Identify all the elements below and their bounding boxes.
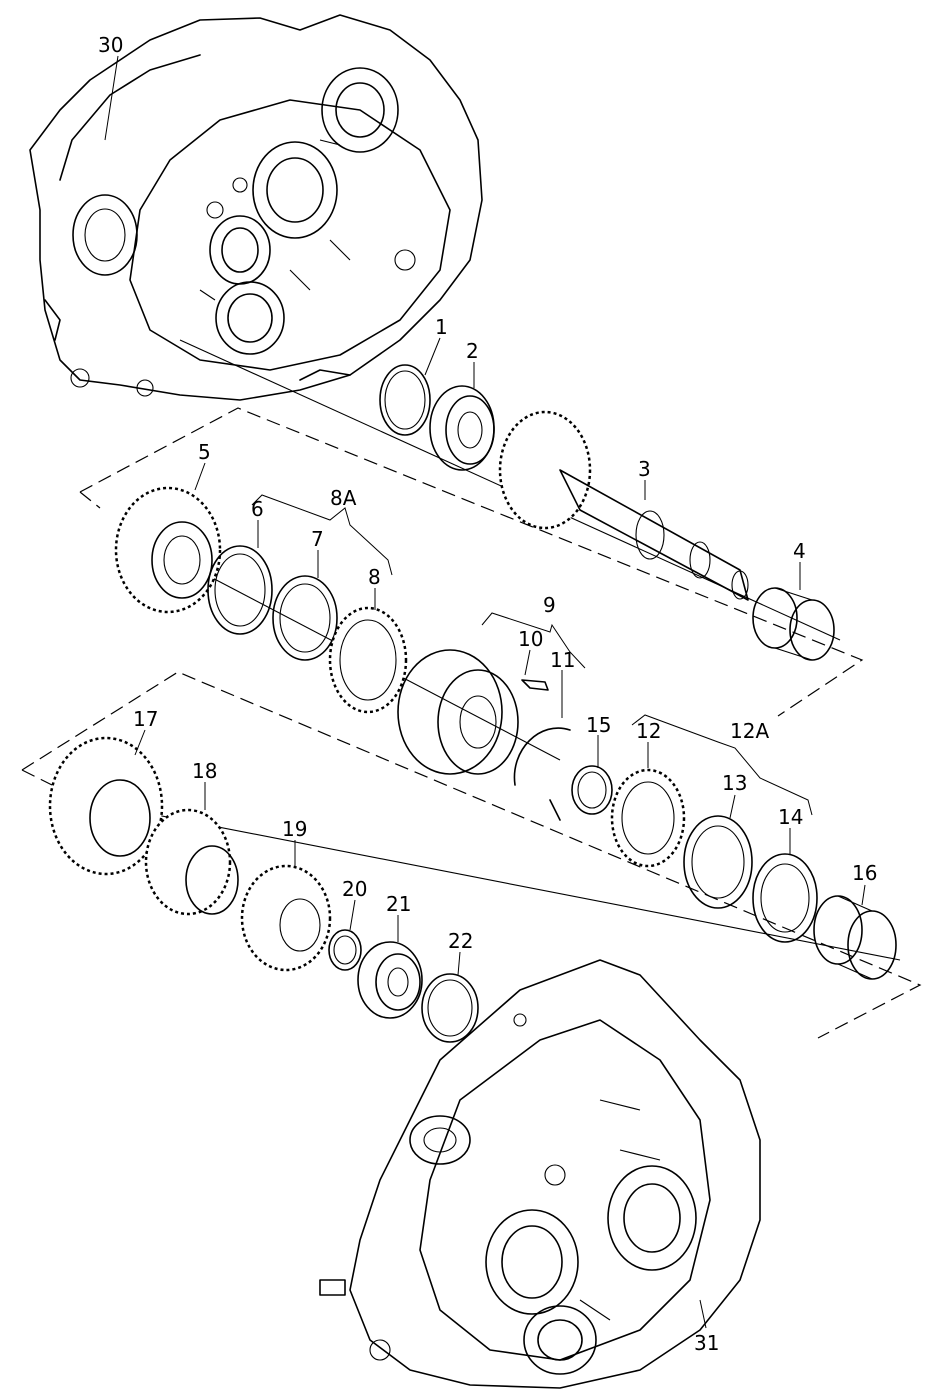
label-12A: 12A xyxy=(730,719,769,743)
label-5: 5 xyxy=(198,440,211,464)
part-6-synchro-ring xyxy=(207,545,273,635)
leader-1 xyxy=(424,337,441,376)
label-31: 31 xyxy=(694,1331,719,1355)
group-frame-upper-left xyxy=(79,491,101,509)
label-14: 14 xyxy=(778,805,803,829)
leader-13 xyxy=(729,794,736,819)
label-4: 4 xyxy=(793,539,806,563)
part-14-synchro-ring xyxy=(752,853,818,943)
label-20: 20 xyxy=(342,877,367,901)
label-21: 21 xyxy=(386,892,411,916)
label-11: 11 xyxy=(550,648,575,672)
label-22: 22 xyxy=(448,929,473,953)
part-4-needle-bearing xyxy=(752,587,835,661)
part-17-gear xyxy=(48,736,164,876)
leader-10 xyxy=(524,649,531,676)
leader-31 xyxy=(699,1299,707,1329)
part-8-synchro-ring xyxy=(328,606,408,714)
part-3-input-shaft xyxy=(498,410,749,601)
part-9-synchro-hub xyxy=(397,649,519,775)
label-9: 9 xyxy=(543,593,556,617)
label-2: 2 xyxy=(466,339,479,363)
part-20-snap-ring xyxy=(328,929,362,971)
label-8: 8 xyxy=(368,565,381,589)
leader-17 xyxy=(134,729,146,756)
part-5-gear xyxy=(114,486,222,614)
label-30: 30 xyxy=(98,33,123,57)
leader-22 xyxy=(457,951,461,976)
bracket-12A xyxy=(631,714,813,816)
part-19-gear xyxy=(240,864,332,972)
label-8A: 8A xyxy=(330,486,357,510)
part-11-circlip xyxy=(513,727,571,821)
part-22-snap-ring xyxy=(421,973,479,1043)
part-21-bearing xyxy=(357,941,423,1019)
group-frame-lower-left xyxy=(21,769,53,786)
label-17: 17 xyxy=(133,707,158,731)
leader-5 xyxy=(194,462,206,491)
part-16-needle-bearing xyxy=(813,895,897,980)
label-12: 12 xyxy=(636,719,661,743)
label-13: 13 xyxy=(722,771,747,795)
group-frame-lower xyxy=(21,671,922,1039)
part-12-synchro-ring xyxy=(610,768,686,868)
leader-30 xyxy=(104,55,119,141)
part-13-synchro-ring xyxy=(683,815,753,909)
label-3: 3 xyxy=(638,457,651,481)
part-10-spring xyxy=(521,679,549,691)
leader-20 xyxy=(349,899,356,931)
label-19: 19 xyxy=(282,817,307,841)
transmission-housing-bottom xyxy=(319,959,761,1389)
part-1-snap-ring xyxy=(379,364,431,436)
label-18: 18 xyxy=(192,759,217,783)
part-18-gear xyxy=(144,808,239,916)
part-7-synchro-ring xyxy=(272,575,338,661)
transmission-housing-top xyxy=(29,14,483,401)
label-16: 16 xyxy=(852,861,877,885)
label-1: 1 xyxy=(435,315,448,339)
group-frame-upper xyxy=(79,407,864,717)
label-6: 6 xyxy=(251,497,264,521)
label-7: 7 xyxy=(311,527,324,551)
label-10: 10 xyxy=(518,627,543,651)
label-15: 15 xyxy=(586,713,611,737)
part-15-snap-ring xyxy=(571,765,613,815)
leader-16 xyxy=(861,884,866,906)
bracket-9 xyxy=(481,612,586,669)
part-2-bearing xyxy=(429,385,495,471)
bracket-8A xyxy=(251,494,393,576)
